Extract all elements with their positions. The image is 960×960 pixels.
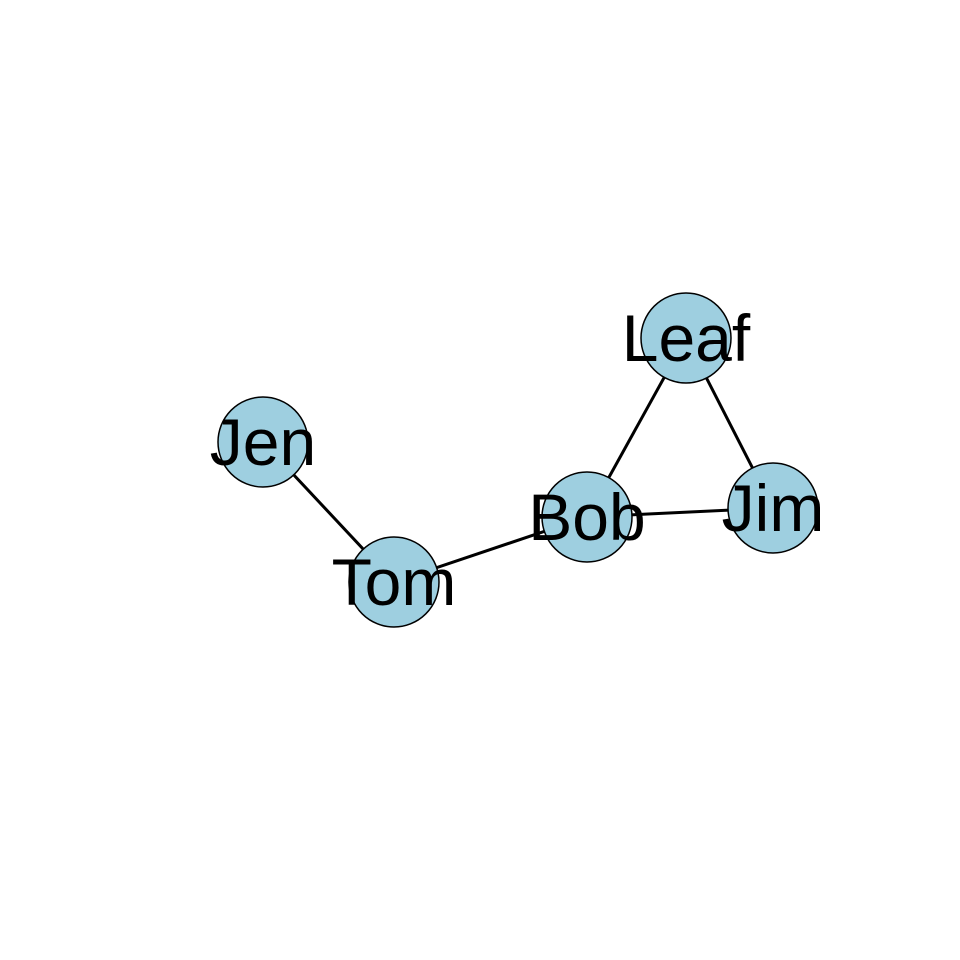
node-label-tom: Tom (332, 545, 457, 619)
node-bob: Bob (528, 471, 646, 563)
node-tom: Tom (332, 536, 457, 628)
node-label-jen: Jen (210, 405, 316, 479)
node-circle-jen (217, 396, 309, 488)
node-leaf: Leaf (622, 292, 751, 384)
node-label-leaf: Leaf (622, 301, 751, 375)
node-circle-tom (348, 536, 440, 628)
node-jen: Jen (210, 396, 316, 488)
node-circle-bob (541, 471, 633, 563)
node-circle-leaf (640, 292, 732, 384)
node-label-jim: Jim (722, 471, 825, 545)
node-jim: Jim (722, 462, 825, 554)
node-circle-jim (727, 462, 819, 554)
node-label-bob: Bob (528, 480, 645, 554)
